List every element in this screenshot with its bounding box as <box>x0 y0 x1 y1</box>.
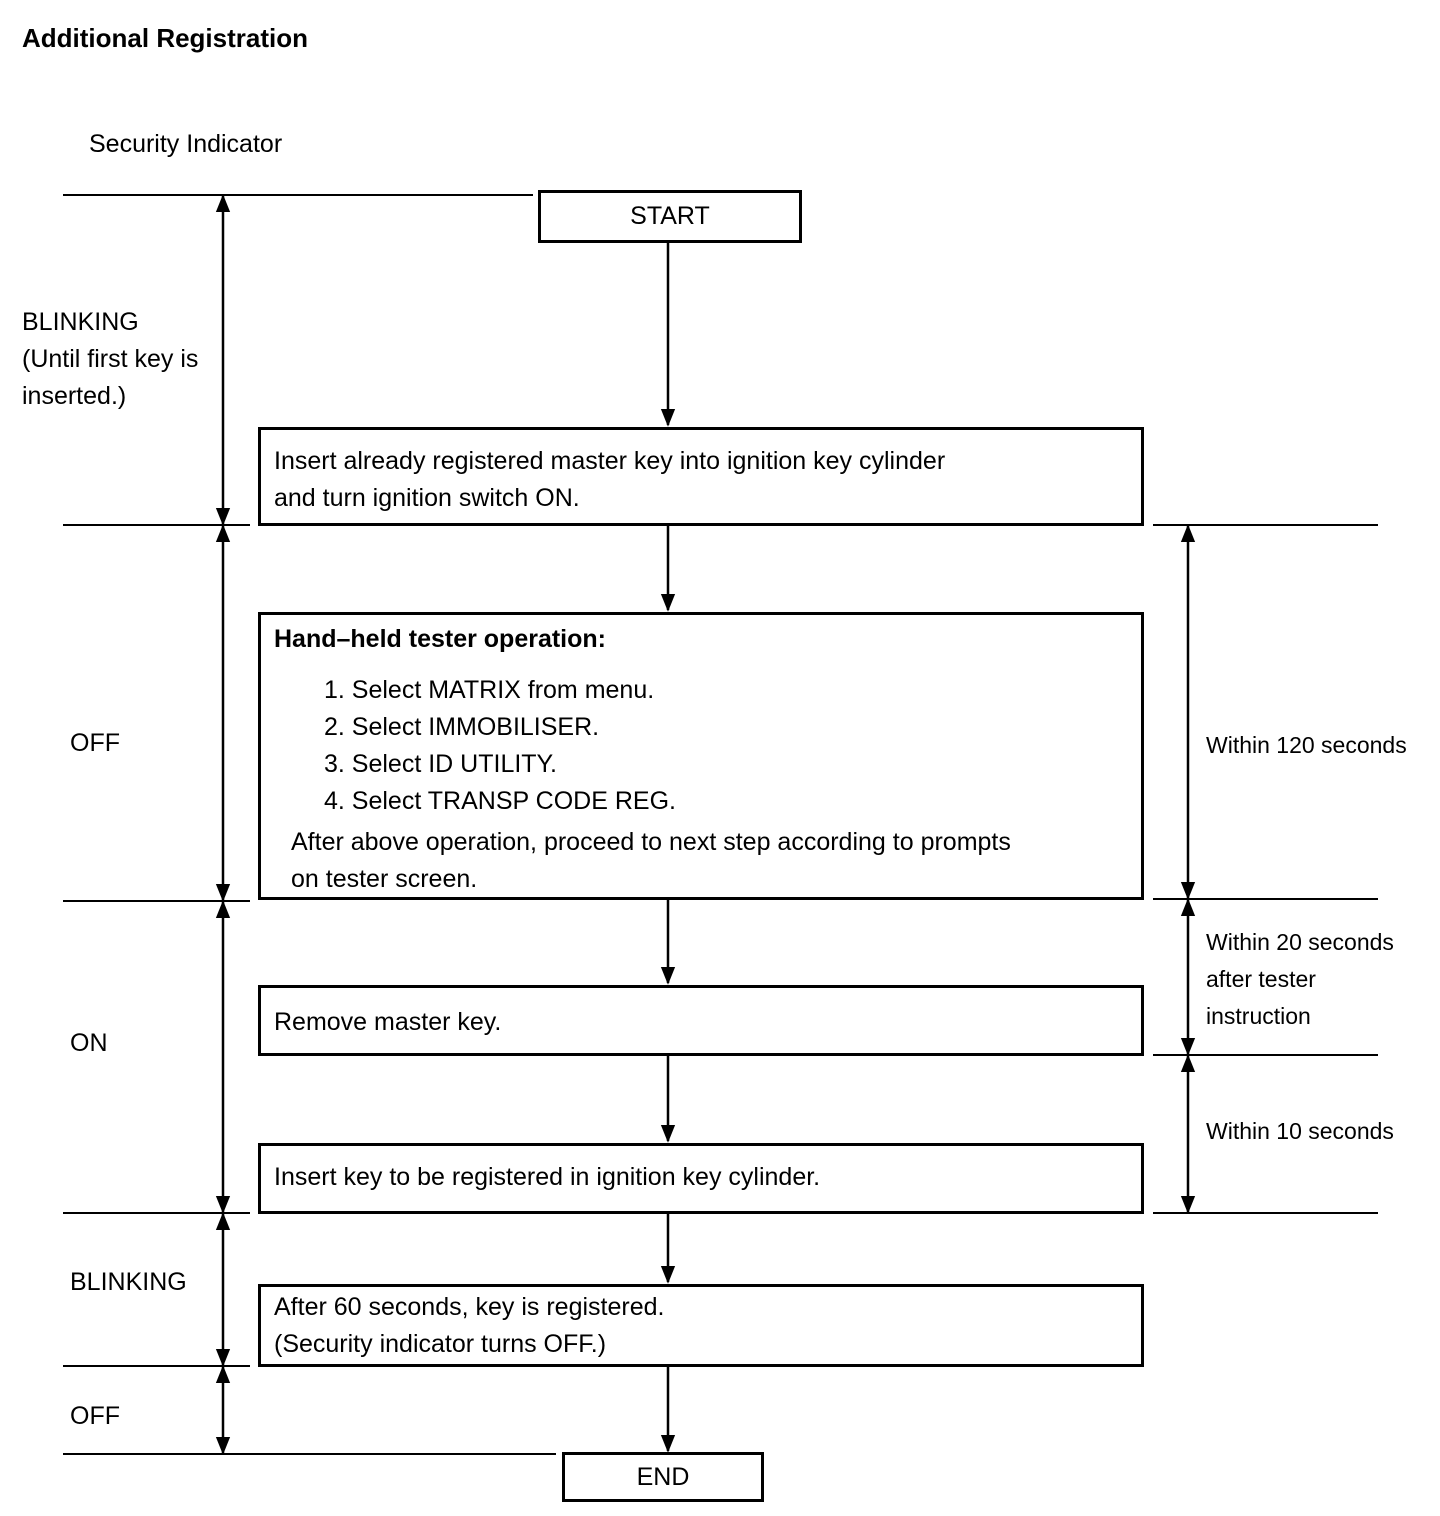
indicator-state-line: BLINKING <box>22 308 139 336</box>
time-limit-line: after tester <box>1206 966 1316 992</box>
tester-operation-item: 2. Select IMMOBILISER. <box>324 713 600 741</box>
end-box: END <box>562 1452 764 1502</box>
indicator-heading: Security Indicator <box>89 130 283 158</box>
tester-operation-item: 1. Select MATRIX from menu. <box>324 676 655 704</box>
step-line: Insert already registered master key int… <box>274 447 946 475</box>
time-limit-line: Within 20 seconds <box>1206 929 1394 955</box>
time-limit-10s: Within 10 seconds <box>1206 1118 1394 1144</box>
tester-operation-note: After above operation, proceed to next s… <box>291 828 1011 856</box>
indicator-state-line: inserted.) <box>22 382 127 410</box>
step-insert-new-key-box: Insert key to be registered in ignition … <box>258 1143 1144 1214</box>
tester-operation-note: on tester screen. <box>291 865 478 893</box>
step-line: and turn ignition switch ON. <box>274 484 580 512</box>
time-limit-line: instruction <box>1206 1003 1311 1029</box>
time-limit-120s: Within 120 seconds <box>1206 732 1407 758</box>
step-insert-master-key-box: Insert already registered master key int… <box>258 427 1144 526</box>
start-box: START <box>538 190 802 243</box>
step-key-registered-box: After 60 seconds, key is registered. (Se… <box>258 1284 1144 1367</box>
step-line: Remove master key. <box>274 1008 502 1036</box>
indicator-state-off-1: OFF <box>70 729 120 757</box>
end-label: END <box>636 1462 690 1491</box>
step-line: Insert key to be registered in ignition … <box>274 1163 821 1191</box>
step-tester-operation-box: Hand–held tester operation: 1. Select MA… <box>258 612 1144 900</box>
tester-operation-item: 3. Select ID UTILITY. <box>324 750 557 778</box>
step-line: After 60 seconds, key is registered. <box>274 1293 665 1321</box>
step-remove-master-key-box: Remove master key. <box>258 985 1144 1056</box>
step-line: (Security indicator turns OFF.) <box>274 1330 607 1358</box>
tester-operation-item: 4. Select TRANSP CODE REG. <box>324 787 676 815</box>
indicator-state-line: (Until first key is <box>22 345 199 373</box>
page-title: Additional Registration <box>22 23 308 53</box>
indicator-state-off-2: OFF <box>70 1402 120 1430</box>
indicator-state-on: ON <box>70 1029 108 1057</box>
indicator-state-blinking-2: BLINKING <box>70 1268 187 1296</box>
tester-operation-heading: Hand–held tester operation: <box>274 625 606 653</box>
start-label: START <box>630 202 710 230</box>
